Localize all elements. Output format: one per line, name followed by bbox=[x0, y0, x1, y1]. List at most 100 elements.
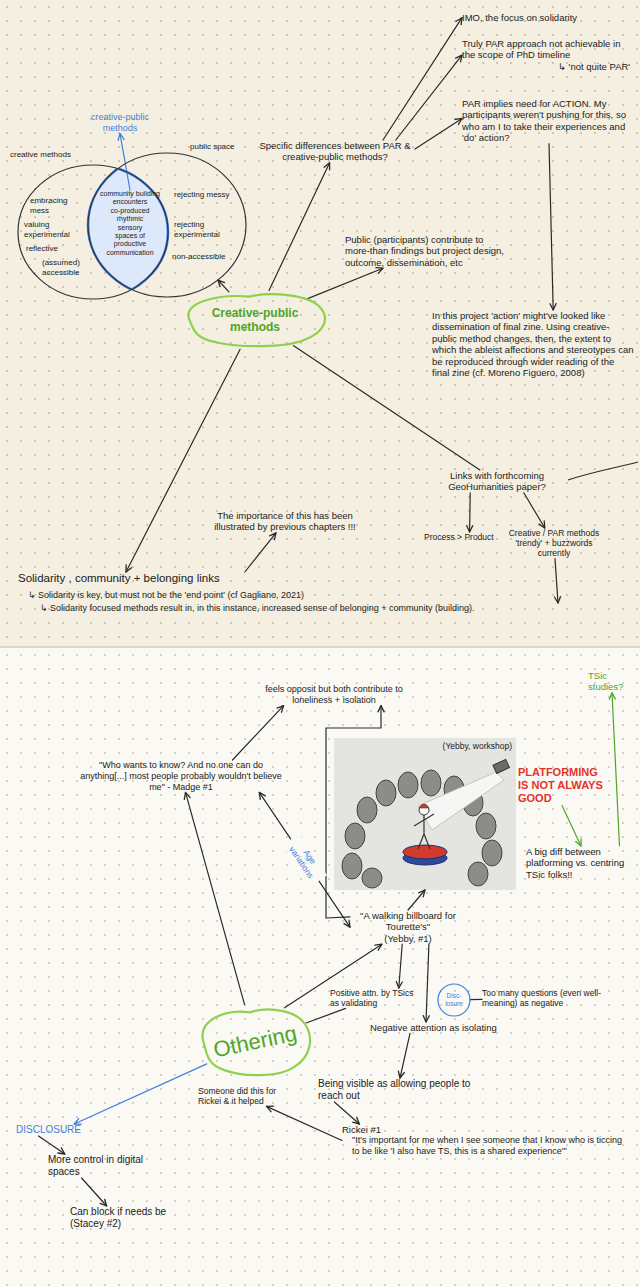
emphasis-note: PLATFORMING IS NOT ALWAYS GOOD bbox=[518, 766, 606, 806]
connector bbox=[39, 1136, 65, 1154]
arrowhead bbox=[277, 706, 284, 713]
node-text: Rickei #1 bbox=[342, 1124, 632, 1135]
connector-line bbox=[469, 493, 471, 532]
connector-line bbox=[245, 533, 276, 572]
figure-cap bbox=[419, 804, 429, 808]
connector-line bbox=[306, 1008, 346, 1023]
arrowhead bbox=[455, 119, 462, 125]
connector-line bbox=[612, 693, 620, 846]
shape-outline bbox=[203, 1009, 311, 1075]
figure-body bbox=[414, 814, 434, 849]
connector-line bbox=[269, 163, 330, 291]
venn-overlap: community buildingencountersco-producedr… bbox=[100, 190, 160, 257]
note-text: Too many questions (even well-meaning) a… bbox=[482, 988, 602, 1008]
connector-line bbox=[308, 268, 383, 298]
node-text: Truly PAR approach not achievable in the… bbox=[462, 38, 634, 61]
connector-line bbox=[470, 999, 482, 1000]
arrowhead bbox=[456, 55, 462, 62]
arrowhead bbox=[539, 521, 545, 528]
connector-line bbox=[39, 1136, 65, 1154]
small-circle: Disc- losure bbox=[438, 984, 470, 1016]
connector-line bbox=[218, 280, 229, 292]
connector bbox=[383, 18, 462, 140]
node-text: feels opposit but both contribute to lon… bbox=[250, 684, 418, 706]
node-text: (assumed) accessible bbox=[42, 258, 98, 277]
connector bbox=[396, 55, 462, 140]
spotlight-lamp bbox=[493, 759, 509, 773]
arrowhead bbox=[126, 565, 132, 572]
arrowhead bbox=[555, 597, 561, 603]
arrowhead bbox=[609, 693, 615, 699]
connector bbox=[326, 706, 384, 918]
node-text: Links with forthcoming GeoHumanities pap… bbox=[430, 470, 564, 493]
node-text: "Who wants to know? And no one can do an… bbox=[78, 760, 284, 792]
connector bbox=[398, 1033, 410, 1078]
note-text: A big diff between platforming vs. centr… bbox=[526, 846, 636, 880]
sketch-frame: (Yebby, workshop) bbox=[334, 738, 516, 890]
connector bbox=[415, 119, 462, 150]
node-text: The importance of this has been illustra… bbox=[210, 510, 360, 533]
note-text: Links with forthcoming GeoHumanities pap… bbox=[430, 470, 564, 493]
note-text: Public (participants) contribute to more… bbox=[345, 234, 505, 268]
node-text: Public (participants) contribute to more… bbox=[345, 234, 505, 268]
connector-line bbox=[415, 119, 462, 150]
note-text: Truly PAR approach not achievable in the… bbox=[462, 38, 634, 72]
connector-line bbox=[524, 493, 545, 528]
connector-line bbox=[383, 18, 462, 140]
venn-circle: creative methodsembracing messvaluing ex… bbox=[18, 165, 168, 299]
connector-line bbox=[396, 55, 462, 140]
connector bbox=[218, 280, 229, 292]
connector bbox=[555, 559, 561, 603]
connector-line bbox=[82, 1178, 107, 1206]
spotlight-beam bbox=[418, 772, 504, 830]
arrowhead bbox=[419, 890, 425, 897]
node-text: co-produced bbox=[100, 207, 160, 215]
node-text: Can block if needs be (Stacey #2) bbox=[70, 1206, 192, 1230]
node-text: rejecting experimental bbox=[174, 220, 232, 239]
quote-text: Rickei #1"It's important for me when I s… bbox=[342, 1124, 632, 1157]
connector bbox=[524, 493, 545, 528]
note-text: Can block if needs be (Stacey #2) bbox=[70, 1206, 192, 1230]
node-text: A big diff between platforming vs. centr… bbox=[526, 846, 636, 880]
connector bbox=[549, 144, 556, 310]
connector-line bbox=[233, 706, 284, 760]
central-topic: Creative-public methods bbox=[180, 290, 330, 350]
node-text: DISCLOSURE bbox=[16, 1124, 106, 1136]
node-text: IMO, the focus on solidarity bbox=[462, 12, 634, 23]
note-text: Creative / PAR methods 'trendy' + buzzwo… bbox=[508, 528, 600, 559]
node-text: (Yebby, #1) bbox=[350, 933, 466, 944]
node-text: Creative / PAR methods 'trendy' + buzzwo… bbox=[508, 528, 600, 559]
connector bbox=[245, 533, 276, 572]
arrowhead bbox=[550, 304, 556, 310]
connector-line bbox=[408, 890, 425, 910]
connector bbox=[334, 1102, 359, 1124]
connector-line bbox=[426, 944, 429, 1022]
note-text: The importance of this has been illustra… bbox=[210, 510, 360, 533]
node-text: Being visible as allowing people to reac… bbox=[318, 1078, 482, 1102]
arrowhead bbox=[324, 163, 330, 170]
figure-head bbox=[419, 805, 429, 815]
node-text: Disc- losure bbox=[441, 992, 467, 1008]
sketch-ground bbox=[334, 738, 516, 890]
node-text: creative methods bbox=[10, 150, 90, 160]
arrowhead bbox=[118, 134, 124, 141]
connector bbox=[408, 890, 425, 910]
note-text: Negative attention as isolating bbox=[370, 1022, 530, 1033]
connector bbox=[470, 999, 482, 1000]
connector bbox=[308, 268, 383, 299]
node-text: (Yebby, workshop) bbox=[432, 741, 512, 751]
lens-fill bbox=[18, 165, 168, 299]
connector bbox=[82, 1178, 107, 1206]
node-text: ↳ 'not quite PAR' bbox=[558, 61, 634, 72]
arrowhead bbox=[353, 1118, 360, 1124]
shape-outline bbox=[18, 165, 168, 299]
node-text: sensory bbox=[100, 224, 160, 232]
node-text: spaces of productive communication bbox=[100, 232, 160, 257]
arrowhead bbox=[74, 1119, 81, 1125]
connector bbox=[267, 1106, 343, 1140]
connector bbox=[396, 944, 402, 988]
edge-label: Age variations bbox=[283, 834, 327, 886]
quote-text: "A walking billboard for Tourette's"(Yeb… bbox=[350, 910, 466, 944]
arrowhead bbox=[467, 526, 473, 532]
node-text: ↳ Solidarity focused methods result in, … bbox=[40, 603, 558, 614]
